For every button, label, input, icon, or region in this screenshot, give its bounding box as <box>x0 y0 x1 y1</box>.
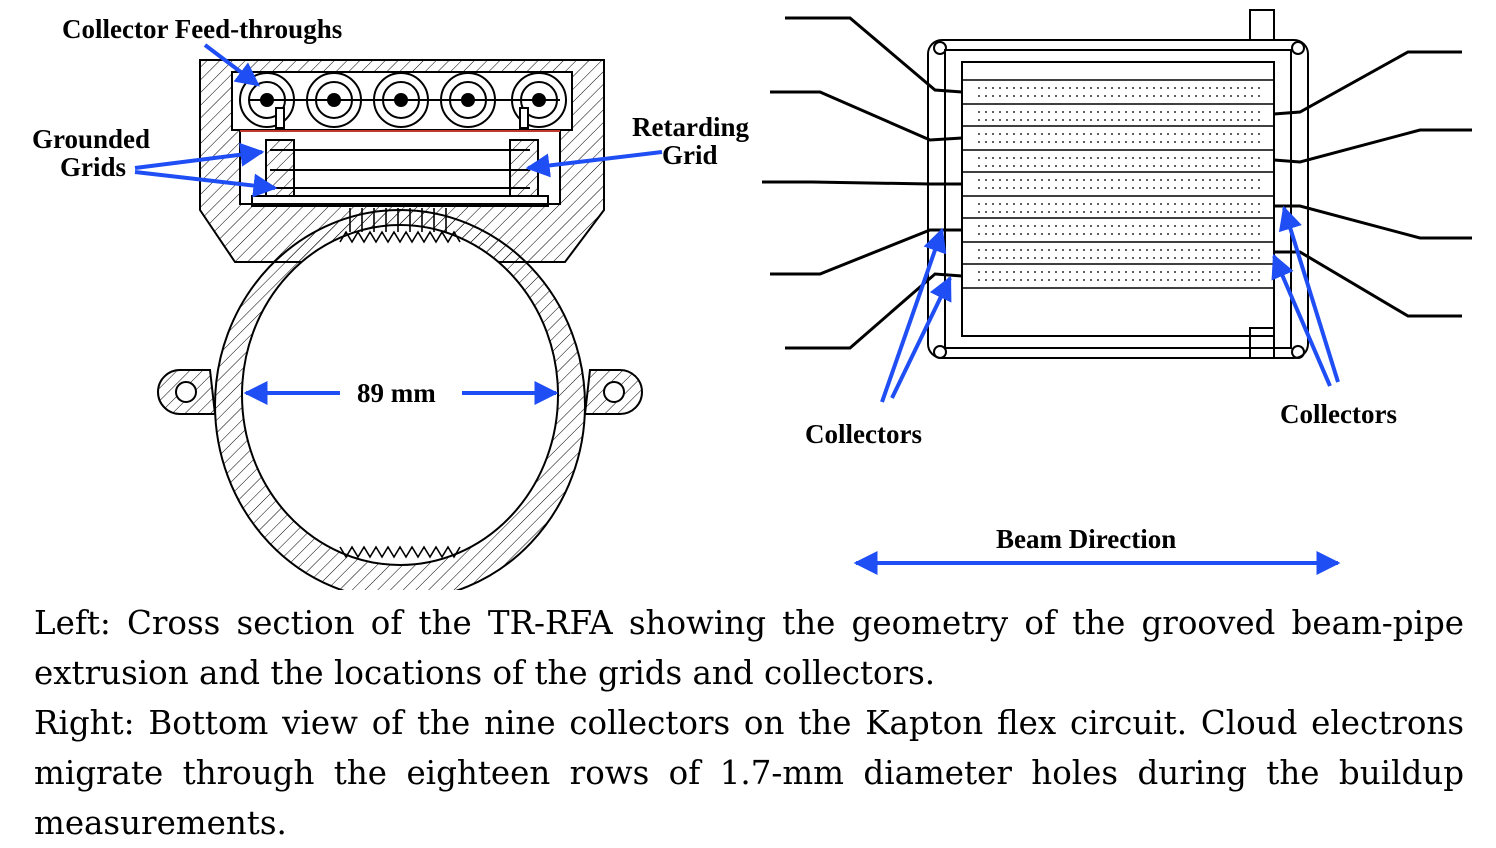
leads-right <box>1273 50 1472 318</box>
label-retarding: Retarding <box>632 112 749 142</box>
label-grids: Grids <box>60 152 126 182</box>
grooves-bottom <box>339 545 461 559</box>
label-diameter: 89 mm <box>357 378 436 408</box>
slots <box>349 208 447 232</box>
label-collectors-right: Collectors <box>1280 399 1397 429</box>
grooves-top <box>339 230 461 244</box>
grid-stack <box>251 139 549 207</box>
label-retarding-grid: Grid <box>662 140 718 170</box>
arrow-retarding <box>525 150 663 178</box>
figure-diagrams: Collector Feed-throughs Grounded Grids R… <box>32 9 1472 590</box>
beampipe <box>157 209 643 590</box>
tab-bottom <box>1249 327 1275 359</box>
figure-caption: Left: Cross section of the TR-RFA showin… <box>34 598 1464 848</box>
collector-strips <box>962 79 1274 289</box>
arrow-collectors-right-1 <box>1278 205 1340 383</box>
arrow-collectors-left-2 <box>890 275 952 399</box>
arrow-grounded-2 <box>134 170 278 198</box>
circuit-frame <box>927 39 1309 359</box>
arrow-grounded-1 <box>134 142 265 170</box>
left-arrows <box>134 43 663 405</box>
label-feedthroughs: Collector Feed-throughs <box>62 14 342 44</box>
left-cross-section <box>157 59 643 590</box>
leads-left <box>762 16 963 350</box>
arrow-collectors-right-2 <box>1271 253 1332 387</box>
hole-rows <box>978 87 1262 281</box>
label-collectors-left: Collectors <box>805 419 922 449</box>
label-beam-direction: Beam Direction <box>996 524 1176 554</box>
caption-left: Left: Cross section of the TR-RFA showin… <box>34 604 1464 692</box>
right-arrows <box>853 205 1341 575</box>
arrow-feedthroughs <box>203 43 260 87</box>
arrow-collectors-left-1 <box>880 227 947 403</box>
feedthrough-row <box>239 72 567 129</box>
tab-top <box>1249 9 1275 41</box>
caption-right: Right: Bottom view of the nine collector… <box>34 704 1464 842</box>
label-grounded: Grounded <box>32 124 150 154</box>
right-flex-circuit <box>762 9 1472 359</box>
